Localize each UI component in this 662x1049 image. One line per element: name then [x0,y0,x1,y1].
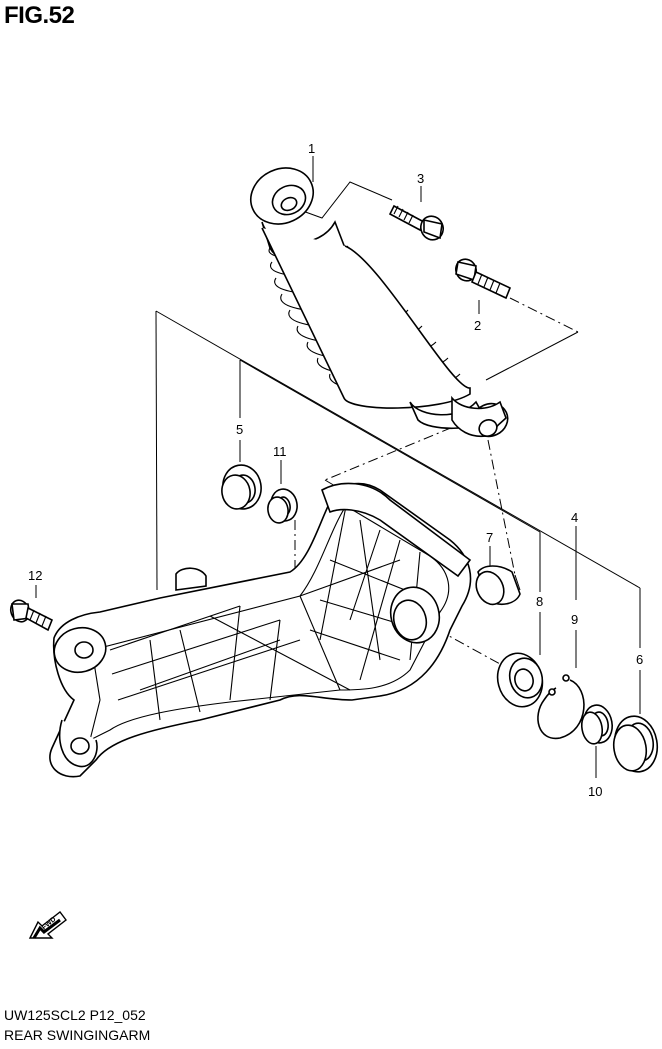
callout-3: 3 [417,171,424,186]
bolt-icon [388,204,444,241]
oil-seal-icon [612,715,659,773]
callout-labels: 1 2 3 4 5 6 7 8 9 10 11 12 [28,141,643,799]
spacer-icon [580,704,613,745]
callout-11: 11 [273,444,287,459]
callout-10: 10 [588,784,602,799]
reference-lines [35,156,641,778]
callout-12: 12 [28,568,42,583]
bearing-icon [496,652,544,708]
shock-absorber-icon [250,167,509,438]
callout-4: 4 [571,510,578,525]
callout-8: 8 [536,594,543,609]
part-group-name: REAR SWINGINGARM [4,1027,151,1043]
callout-7: 7 [486,530,493,545]
fwd-arrow-icon: FWD [28,911,67,939]
swingarm-icon [49,482,472,778]
callout-6: 6 [636,652,643,667]
callout-1: 1 [308,141,315,156]
spacer-icon [267,488,298,524]
model-code: UW125SCL2 P12_052 [4,1007,146,1023]
bolt-icon [455,258,512,300]
spacer-icon [475,565,521,606]
oil-seal-icon [221,464,262,510]
callout-5: 5 [236,422,243,437]
circlip-icon [537,674,585,740]
bolt-icon [9,599,54,632]
callout-9: 9 [571,612,578,627]
callout-2: 2 [474,318,481,333]
figure-title: FIG.52 [4,2,75,29]
